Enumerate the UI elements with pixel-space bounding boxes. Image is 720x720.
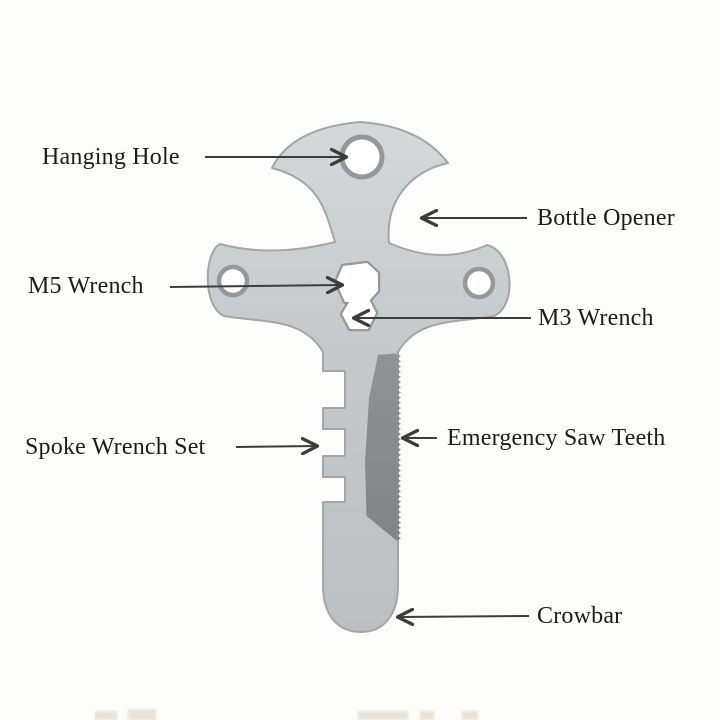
m5-hex-hole: [336, 263, 378, 302]
tool-silhouette: [206, 121, 511, 633]
left-arm-hole: [216, 264, 250, 298]
crowbar-arrow: [399, 616, 530, 617]
label-crowbar: Crowbar: [537, 603, 623, 629]
cropped-edge-artifact: [95, 711, 117, 720]
cropped-edge-artifact: [128, 709, 156, 720]
label-m5-wrench: M5 Wrench: [28, 273, 144, 299]
label-hanging-hole: Hanging Hole: [42, 144, 180, 170]
spoke-wrench-set-arrow: [235, 446, 316, 447]
label-emergency-saw-teeth: Emergency Saw Teeth: [447, 425, 666, 451]
cropped-edge-artifact: [462, 711, 478, 720]
cropped-edge-artifact: [358, 711, 408, 720]
saw-teeth-bevel: [365, 353, 401, 541]
hanging-hole-cutout: [339, 134, 385, 180]
label-m3-wrench: M3 Wrench: [538, 305, 654, 331]
hex-wrench-cutout: [333, 260, 381, 332]
callout-arrows: [169, 157, 531, 617]
m5-wrench-arrow: [169, 285, 341, 287]
right-arm-hole: [462, 266, 496, 300]
cropped-edge-artifact: [420, 711, 434, 720]
label-spoke-wrench-set: Spoke Wrench Set: [25, 434, 206, 460]
label-bottle-opener: Bottle Opener: [537, 205, 675, 231]
